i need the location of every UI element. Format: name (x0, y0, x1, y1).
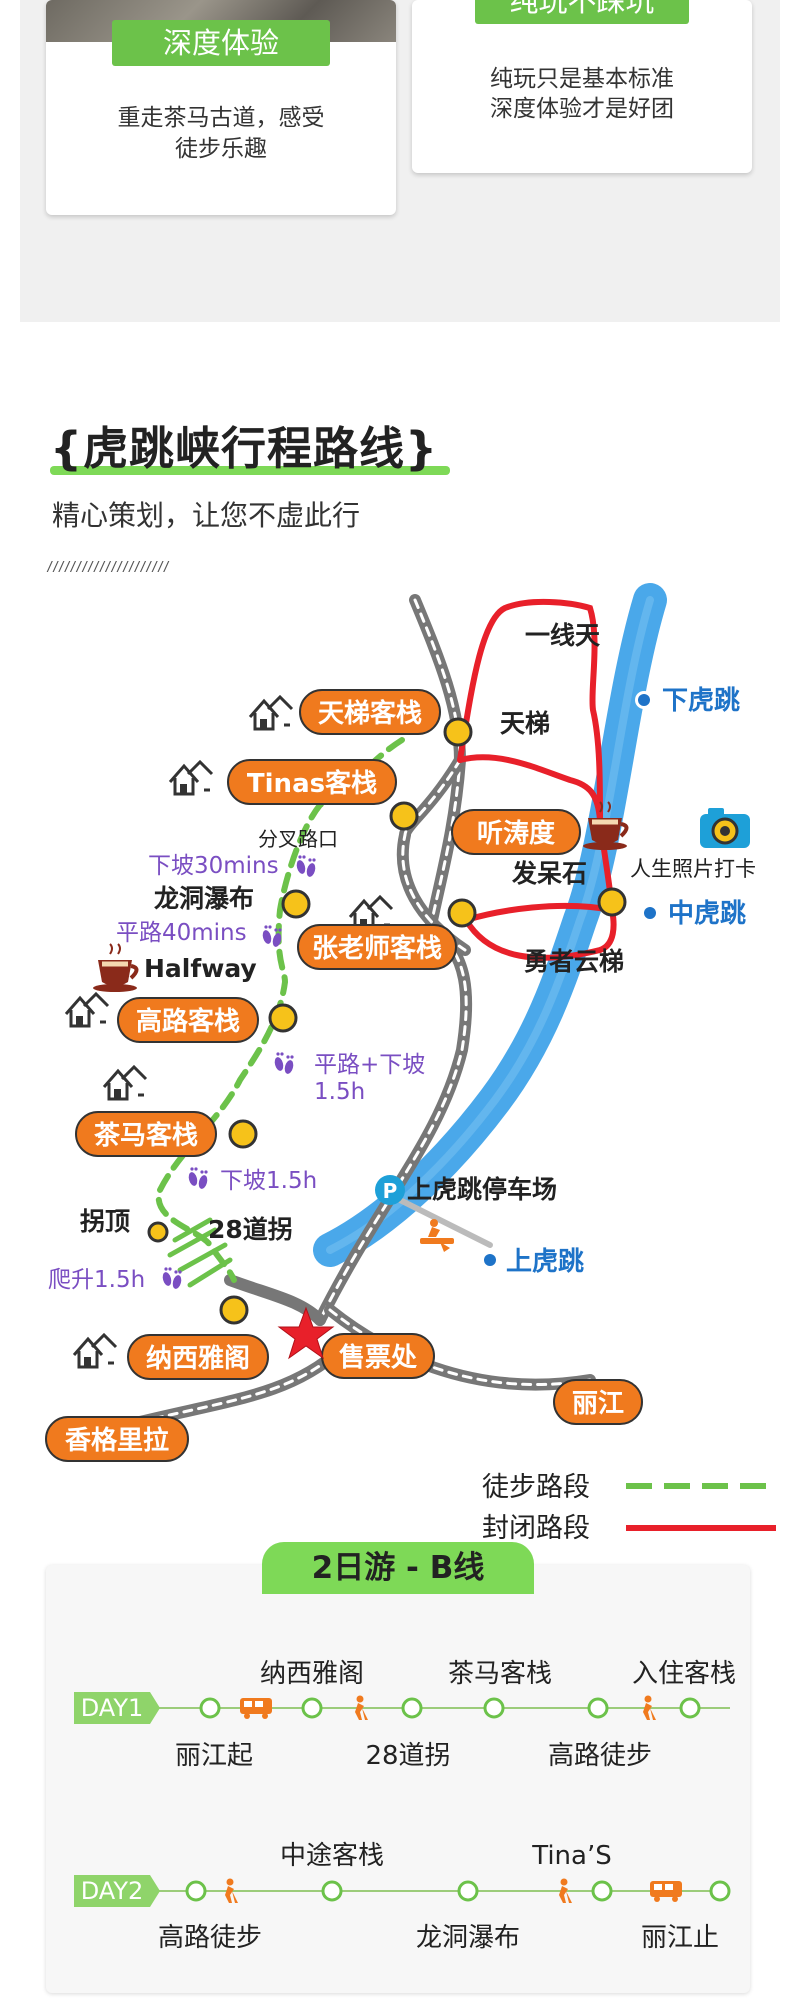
place-label: 一线天 (525, 621, 600, 650)
photo-spot-label: 人生照片打卡 (630, 857, 756, 881)
place-label: 28道拐 (208, 1215, 293, 1244)
hike-time-label: 下坡1.5h (220, 1168, 317, 1194)
stop-label: 丽江止 (641, 1923, 719, 1953)
hiker-icon (559, 1878, 572, 1903)
itinerary-title: 2日游 - B线 (262, 1542, 534, 1594)
teahouse-label: 听涛度 (477, 818, 555, 849)
card-text-line: 纯玩只是基本标准 (490, 66, 674, 92)
inn-label: 茶马客栈 (94, 1120, 198, 1151)
hiking-trail (155, 737, 405, 1283)
ticket-office-label: 售票处 (339, 1342, 417, 1373)
parking-icon: P (375, 1175, 405, 1205)
river-point-label: 上虎跳 (506, 1247, 584, 1277)
svg-text:P: P (383, 1179, 398, 1203)
place-label: 拐顶 (80, 1207, 130, 1236)
feature-card-deep: 深度体验 重走茶马古道，感受 徒步乐趣 (46, 0, 396, 215)
feature-card-pure: 纯玩不踩坑 纯玩只是基本标准 深度体验才是好团 (412, 0, 752, 173)
route-map: P 天梯客栈 Tinas客栈 张老师客栈 高路客栈 茶马客栈 纳西雅阁 售票处 … (45, 583, 776, 1540)
camera-icon (700, 808, 750, 848)
hiker-icon (643, 1695, 656, 1720)
card-text-line: 徒步乐趣 (175, 136, 267, 162)
house-icon (248, 695, 294, 731)
place-label: 勇者云梯 (524, 947, 624, 976)
place-label: 天梯 (500, 709, 550, 738)
place-label: 发呆石 (511, 859, 587, 888)
map-legend: 徒步路段 封闭路段 (482, 1472, 776, 1540)
day-badge (74, 1875, 160, 1907)
hike-time-label: 下坡30mins (148, 853, 279, 879)
inn-label: Tinas客栈 (247, 768, 377, 799)
svg-text:金沙江: 金沙江 (562, 1010, 633, 1056)
section-title: {虎跳峡行程路线} (50, 422, 439, 475)
footprint-icon (187, 1167, 209, 1190)
bus-icon (650, 1881, 682, 1902)
hike-time-label: 爬升1.5h (48, 1267, 145, 1293)
river-point-label: 下虎跳 (662, 686, 740, 716)
bus-icon (240, 1698, 272, 1719)
stop-label: 高路徒步 (158, 1923, 262, 1953)
stop-label: 丽江起 (175, 1741, 253, 1771)
stop-label: 入住客栈 (632, 1659, 736, 1689)
section-subtitle: 精心策划，让您不虚此行 (52, 499, 361, 532)
day-label: DAY2 (81, 1877, 144, 1905)
stop-label: 中途客栈 (280, 1841, 384, 1871)
legend-label: 徒步路段 (482, 1472, 590, 1503)
day-badge (74, 1692, 160, 1724)
hiker-icon (225, 1878, 238, 1903)
hiker-icon (420, 1219, 454, 1252)
city-label: 丽江 (572, 1389, 624, 1419)
footprint-icon (295, 855, 317, 878)
footprint-icon (161, 1267, 183, 1290)
stop-label: 28道拐 (365, 1741, 450, 1771)
stop-label: 纳西雅阁 (260, 1659, 364, 1689)
card-tag: 纯玩不踩坑 (475, 0, 689, 24)
day-label: DAY1 (81, 1694, 144, 1722)
itinerary-card (46, 1565, 750, 1993)
place-label: 龙洞瀑布 (154, 884, 254, 913)
stop-label: 龙洞瀑布 (416, 1923, 520, 1953)
inn-label: 纳西雅阁 (146, 1343, 250, 1374)
star-icon (277, 1306, 335, 1360)
teacup-icon (93, 944, 137, 992)
hiker-icon (355, 1695, 368, 1720)
river-point-label: 中虎跳 (668, 899, 746, 929)
stop-label: 高路徒步 (548, 1741, 652, 1771)
hike-time-label: 平路40mins (116, 920, 247, 946)
house-icon (168, 760, 214, 796)
legend-label: 封闭路段 (482, 1513, 590, 1540)
place-label: 分叉路口 (258, 827, 338, 851)
inn-label: 天梯客栈 (318, 698, 422, 729)
card-text-line: 深度体验才是好团 (490, 96, 674, 122)
footprint-icon (273, 1052, 295, 1075)
inn-label: 高路客栈 (136, 1006, 240, 1037)
house-icon (64, 992, 110, 1028)
inn-label: 张老师客栈 (312, 933, 442, 964)
hike-time-label: 1.5h (314, 1079, 365, 1105)
hike-time-label: 平路+下坡 (314, 1052, 425, 1078)
river-label: 金沙江 (562, 1010, 633, 1056)
decorative-slashes: ///////////////////// (46, 560, 170, 575)
card-text-line: 重走茶马古道，感受 (117, 105, 325, 131)
card-tag: 深度体验 (112, 20, 330, 66)
stop-label: Tina’S (531, 1841, 612, 1871)
stop-label: 茶马客栈 (448, 1659, 552, 1689)
title-underline (50, 466, 450, 475)
place-label: Halfway (144, 954, 257, 983)
itinerary-timeline: DAY1 纳西雅阁 茶马客栈 入住客栈 丽江起 28道拐 高路徒步 DAY2 (74, 1659, 736, 1953)
place-label: 上虎跳停车场 (407, 1175, 557, 1204)
house-icon (72, 1333, 118, 1369)
city-label: 香格里拉 (65, 1425, 169, 1456)
house-icon (102, 1065, 148, 1101)
